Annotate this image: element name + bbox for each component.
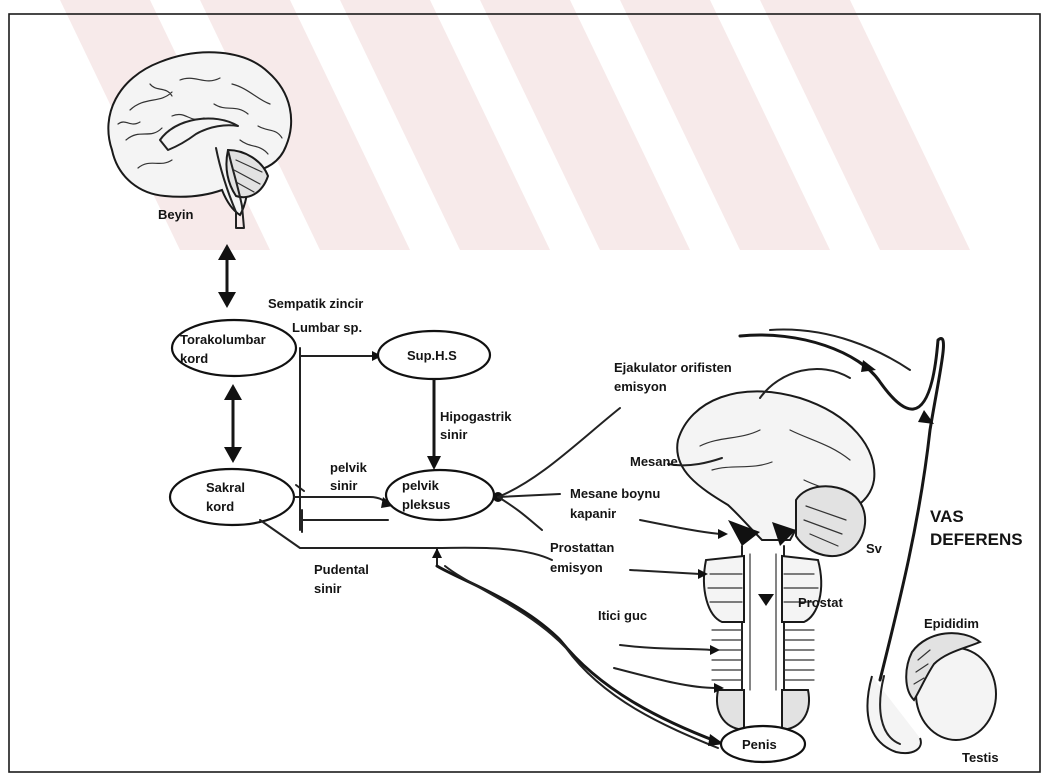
label-pudental-2: sinir	[314, 581, 341, 596]
node-beyin: Beyin	[158, 207, 193, 222]
label-hipogastrik: Hipogastrik	[440, 409, 512, 424]
label-ejakulator-2: emisyon	[614, 379, 667, 394]
pelvik-pleksus-label: pelvik	[402, 478, 440, 493]
node-torakolumbar	[172, 320, 296, 376]
label-hipogastrik-2: sinir	[440, 427, 467, 442]
label-pelvik-sinir-2: sinir	[330, 478, 357, 493]
label-vas: VAS	[930, 507, 964, 526]
label-mesane-boynu: Mesane boynu	[570, 486, 660, 501]
edge-to-prostattan	[498, 497, 542, 530]
label-prostattan: Prostattan	[550, 540, 614, 555]
label-ejakulator: Ejakulator orifisten	[614, 360, 732, 375]
edge-to-ejakulator	[498, 408, 620, 497]
torakolumbar-label: Torakolumbar	[180, 332, 266, 347]
penis-label: Penis	[742, 737, 777, 752]
edge-pudental-to-penis	[437, 566, 718, 742]
edge-to-mesane-boynu	[498, 494, 560, 497]
label-pudental: Pudental	[314, 562, 369, 577]
label-pelvik-sinir: pelvik	[330, 460, 368, 475]
label-prostattan-2: emisyon	[550, 560, 603, 575]
edge-pelvik-sinir	[294, 497, 388, 504]
label-mesane: Mesane	[630, 454, 678, 469]
arrow-brain-cord	[218, 244, 236, 308]
label-prostat: Prostat	[798, 595, 843, 610]
label-epididim: Epididim	[924, 616, 979, 631]
arrow-cord-cord	[224, 384, 242, 463]
label-sempatik-zincir: Sempatik zincir	[268, 296, 363, 311]
label-itici-guc: Itici guc	[598, 608, 647, 623]
label-deferens: DEFERENS	[930, 530, 1023, 549]
label-mesane-boynu-2: kapanir	[570, 506, 616, 521]
edge-pudental	[260, 520, 552, 560]
node-sakral	[170, 469, 294, 525]
sakral-label: Sakral	[206, 480, 245, 495]
suphs-label: Sup.H.S	[407, 348, 457, 363]
pelvik-pleksus-label-2: pleksus	[402, 497, 450, 512]
torakolumbar-label-2: kord	[180, 351, 208, 366]
label-testis: Testis	[962, 750, 999, 765]
label-sv: Sv	[866, 541, 883, 556]
sakral-label-2: kord	[206, 499, 234, 514]
label-lumbar-sp: Lumbar sp.	[292, 320, 362, 335]
